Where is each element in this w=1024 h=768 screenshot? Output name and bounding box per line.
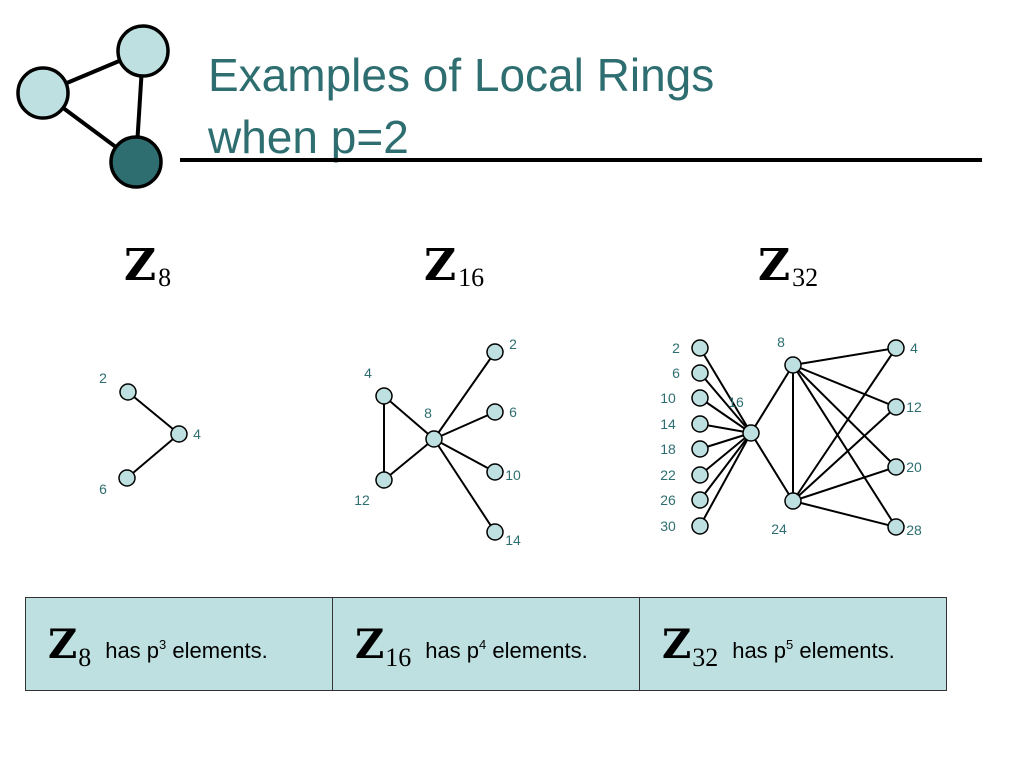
node-label-4: 4 <box>193 426 201 442</box>
edge-6-8 <box>433 411 496 440</box>
node-label-2: 2 <box>509 336 517 352</box>
node-6 <box>486 403 504 421</box>
node-16 <box>742 424 760 442</box>
edge-24-28 <box>792 500 897 528</box>
title-line-2: when p=2 <box>208 111 409 163</box>
edge-26-16 <box>699 432 752 501</box>
node-label-12: 12 <box>354 492 370 508</box>
edge-6-16 <box>699 372 752 434</box>
node-label-18: 18 <box>660 441 676 457</box>
edge-6-4 <box>126 433 180 479</box>
summary-ring-z16: Z16 <box>355 620 412 672</box>
node-label-28: 28 <box>906 522 922 538</box>
node-label-10: 10 <box>505 467 521 483</box>
node-14 <box>486 523 504 541</box>
node-28 <box>887 518 905 536</box>
ring-label-z32: Z32 <box>758 240 819 292</box>
node-12 <box>375 471 393 489</box>
node-22 <box>691 466 709 484</box>
edge-18-16 <box>699 432 752 450</box>
summary-cell-z32: Z32 has p5 elements. <box>639 597 947 691</box>
node-label-8: 8 <box>777 334 785 350</box>
node-label-10: 10 <box>660 390 676 406</box>
edge-8-28 <box>792 364 897 528</box>
edge-30-16 <box>699 432 752 527</box>
node-label-6: 6 <box>672 365 680 381</box>
edge-8-20 <box>792 364 897 468</box>
edge-8-4 <box>792 347 897 366</box>
node-label-22: 22 <box>660 467 676 483</box>
edge-2-16 <box>699 347 752 434</box>
summary-cell-z16: Z16 has p4 elements. <box>332 597 640 691</box>
edge-24-4 <box>792 347 897 502</box>
title-divider <box>180 158 982 162</box>
node-12 <box>887 398 905 416</box>
node-label-2: 2 <box>672 340 680 356</box>
node-label-30: 30 <box>660 518 676 534</box>
ring-label-z16: Z16 <box>424 240 485 292</box>
edge-4-8 <box>383 395 435 440</box>
edge-16-8 <box>750 364 794 434</box>
node-label-6: 6 <box>509 404 517 420</box>
summary-text-z32: has p5 elements. <box>732 636 895 663</box>
node-18 <box>691 440 709 458</box>
node-2 <box>691 339 709 357</box>
node-2 <box>119 383 137 401</box>
node-label-26: 26 <box>660 492 676 508</box>
node-8 <box>784 356 802 374</box>
node-26 <box>691 491 709 509</box>
edge-24-20 <box>792 466 897 502</box>
node-4 <box>887 339 905 357</box>
ring-label-z8: Z8 <box>124 240 172 292</box>
node-label-24: 24 <box>771 521 787 537</box>
node-label-2: 2 <box>99 370 107 386</box>
node-label-14: 14 <box>660 416 676 432</box>
summary-text-z16: has p4 elements. <box>425 636 588 663</box>
node-4 <box>170 425 188 443</box>
edge-16-24 <box>750 432 794 502</box>
summary-table: Z8 has p3 elements. Z16 has p4 elements. Z… <box>25 597 947 691</box>
node-label-20: 20 <box>906 459 922 475</box>
summary-ring-z32: Z32 <box>662 620 719 672</box>
summary-ring-z8: Z8 <box>48 620 92 672</box>
logo-graph-icon <box>16 24 170 189</box>
node-6 <box>691 364 709 382</box>
node-label-16: 16 <box>728 394 744 410</box>
node-4 <box>375 387 393 405</box>
summary-cell-z8: Z8 has p3 elements. <box>25 597 333 691</box>
edge-12-8 <box>383 438 435 481</box>
node-10 <box>486 463 504 481</box>
node-24 <box>784 492 802 510</box>
node-label-6: 6 <box>99 481 107 497</box>
node-6 <box>118 469 136 487</box>
node-10 <box>691 389 709 407</box>
node-8 <box>425 430 443 448</box>
edge-8-12 <box>792 364 897 408</box>
graph-z8: 2 4 6 <box>99 370 201 497</box>
edge-2-4 <box>127 391 180 435</box>
edge-2-8 <box>433 351 496 440</box>
node-label-4: 4 <box>364 365 372 381</box>
node-label-4: 4 <box>910 340 918 356</box>
graph-z16: 2 4 6 8 10 12 14 <box>354 336 521 548</box>
node-20 <box>887 458 905 476</box>
node-label-14: 14 <box>505 532 521 548</box>
edge-22-16 <box>699 432 752 476</box>
edge-10-16 <box>699 397 752 434</box>
node-30 <box>691 517 709 535</box>
node-14 <box>691 415 709 433</box>
edge-24-12 <box>792 406 897 502</box>
summary-text-z8: has p3 elements. <box>105 636 268 663</box>
page-title: Examples of Local Rings when p=2 <box>208 44 714 168</box>
edge-14-8 <box>433 438 496 533</box>
node-2 <box>486 343 504 361</box>
title-line-1: Examples of Local Rings <box>208 49 715 101</box>
node-label-12: 12 <box>906 399 922 415</box>
edge-10-8 <box>433 438 496 473</box>
node-label-8: 8 <box>424 405 432 421</box>
